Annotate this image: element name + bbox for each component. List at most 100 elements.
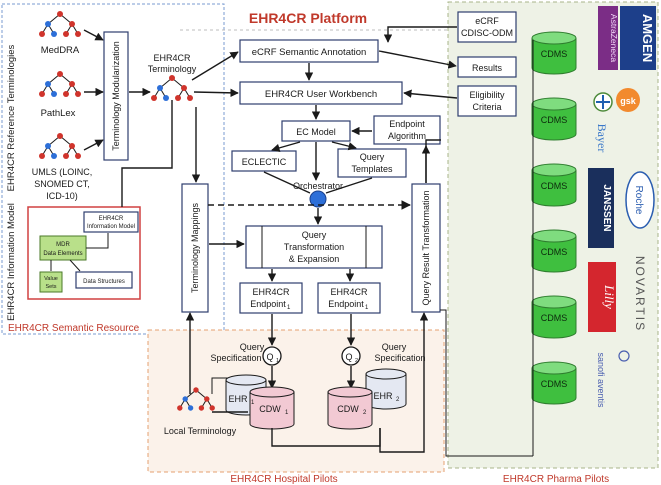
ecrf-output-line1: eCRF (475, 16, 499, 26)
umls-label-line3: ICD-10) (46, 191, 78, 201)
ehr4cr-terminology-label-line1: EHR4CR (153, 53, 191, 63)
ehr4cr-terminology-tree-icon (151, 75, 193, 101)
umls-tree-icon-node (57, 133, 63, 139)
meddra-tree-icon-node (57, 11, 63, 17)
reference-terminologies-label: EHR4CR Reference Terminologies (6, 44, 17, 191)
cdms-cylinder: CDMS (531, 31, 577, 75)
pathlex-tree-icon-node (75, 91, 81, 97)
amgen-logo (620, 6, 656, 70)
database-cylinders (225, 368, 407, 430)
meddra-tree-icon (39, 11, 81, 37)
arrow-terminology-to-ecrf (191, 51, 239, 81)
sanofi-mark-icon (618, 350, 630, 362)
link-im-to-terminology (121, 100, 173, 207)
eligibility-output-line2: Criteria (472, 102, 501, 112)
link-platform-to-cdms (440, 309, 533, 457)
local-terminology-tree-icon (177, 387, 215, 411)
arrow-eligibility-to-workbench (403, 89, 458, 99)
local-terminology-tree-icon-node (182, 396, 188, 402)
endpoint-algorithm-line2: Algorithm (388, 131, 426, 141)
terminology-mappings-label: Terminology Mappings (190, 202, 200, 293)
cdw1-sub: 1 (285, 410, 289, 416)
arrow-terminology-to-workbench (193, 88, 239, 98)
pathlex-tree-icon-node (45, 81, 51, 87)
mdr-box (39, 235, 87, 261)
cdw1-cylinder-top (249, 386, 295, 398)
local-terminology-tree-icon-node (204, 396, 210, 402)
local-terminology-tree-icon-node (177, 405, 183, 411)
pathlex-tree-icon-node (57, 71, 63, 77)
q2-node (341, 346, 361, 366)
information-model-label: EHR4CR Information Model (6, 203, 17, 321)
results-output-box (457, 56, 517, 78)
sanofi-logo-text: sanofi aventis (596, 352, 606, 408)
mdr-line1: MDR (56, 242, 70, 248)
link-eclectic-orchestrator (263, 171, 311, 194)
data-structures-label: Data Structures (83, 279, 125, 285)
eligibility-output-line1: Eligibility (469, 90, 505, 100)
ehr4cr-terminology-tree-icon-node (175, 95, 181, 101)
query-result-transformation-label: Query Result Transformation (421, 190, 431, 305)
eligibility-output-box (457, 85, 517, 117)
pathlex-tree-icon-node (69, 81, 75, 87)
semantic-resource-region (1, 3, 225, 335)
orchestrator-label: Orchestrator (293, 181, 343, 191)
endpoint1-box (239, 282, 303, 314)
mdr-line2: Data Elements (43, 251, 82, 257)
query-templates-box (337, 148, 407, 178)
query-transformation-line1: Query (302, 230, 327, 240)
cdw2-cylinder-body (327, 392, 373, 430)
link-result-to-endpoint-algo (425, 139, 441, 183)
cdw2-sub: 2 (363, 410, 367, 416)
ehr4cr-terminology-tree-icon-node (151, 95, 157, 101)
cdms-label: CDMS (541, 49, 568, 59)
value-sets-box (39, 271, 63, 293)
meddra-tree-icon-node (69, 21, 75, 27)
link-cdw-to-result (379, 312, 429, 453)
meddra-tree-icon-node (45, 21, 51, 27)
umls-tree-icon-node (51, 153, 57, 159)
local-terminology-tree-icon-node (187, 405, 194, 411)
cdms-label: CDMS (541, 379, 568, 389)
endpoint2-line2: Endpoint (328, 299, 364, 309)
pathlex-tree-icon (39, 71, 81, 97)
umls-tree-icon-node (45, 143, 51, 149)
im-title-line1: EHR4CR (99, 216, 124, 222)
value-sets-line1: Value (44, 276, 58, 282)
terminology-trees (39, 11, 215, 411)
umls-tree-icon-node (63, 153, 69, 159)
data-structures-box (75, 271, 133, 289)
im-link-3 (69, 259, 81, 272)
local-terminology-tree-icon-node (193, 387, 199, 393)
terminology-mappings-box (181, 183, 209, 313)
meddra-tree-icon-node (51, 31, 57, 37)
pathlex-tree-icon-node (39, 91, 45, 97)
eclectic-label: ECLECTIC (242, 157, 287, 167)
value-sets-line2: Sets (45, 284, 56, 290)
cdms-label: CDMS (541, 313, 568, 323)
semantic-resource-caption: EHR4CR Semantic Resource (8, 323, 140, 334)
ehr2-cylinder (365, 368, 407, 410)
umls-tree-icon-node (69, 143, 75, 149)
im-link-1 (86, 233, 109, 249)
endpoint2-line1: EHR4CR (330, 287, 368, 297)
lilly-logo (588, 262, 616, 332)
im-title-line2: Information Model (87, 224, 135, 230)
janssen-logo (588, 168, 614, 248)
query-result-transformation-box (411, 183, 441, 313)
endpoint1-line1: EHR4CR (252, 287, 290, 297)
results-output-label: Results (472, 63, 503, 73)
q2-label: Q (345, 352, 352, 362)
endpoint1-sub: 1 (287, 305, 291, 311)
astrazeneca-logo-text: AstraZeneca (609, 14, 619, 62)
meddra-label: MedDRA (41, 45, 80, 56)
meddra-tree-icon-node (39, 31, 45, 37)
link-templates-orchestrator (325, 177, 373, 194)
cdms-cylinder-top (531, 295, 577, 309)
platform-title: EHR4CR Platform (249, 10, 367, 26)
ehr4cr-terminology-tree-icon-node (163, 95, 169, 101)
lilly-logo-text: Lilly (602, 284, 617, 309)
hospital-pilots-caption: EHR4CR Hospital Pilots (230, 474, 337, 485)
